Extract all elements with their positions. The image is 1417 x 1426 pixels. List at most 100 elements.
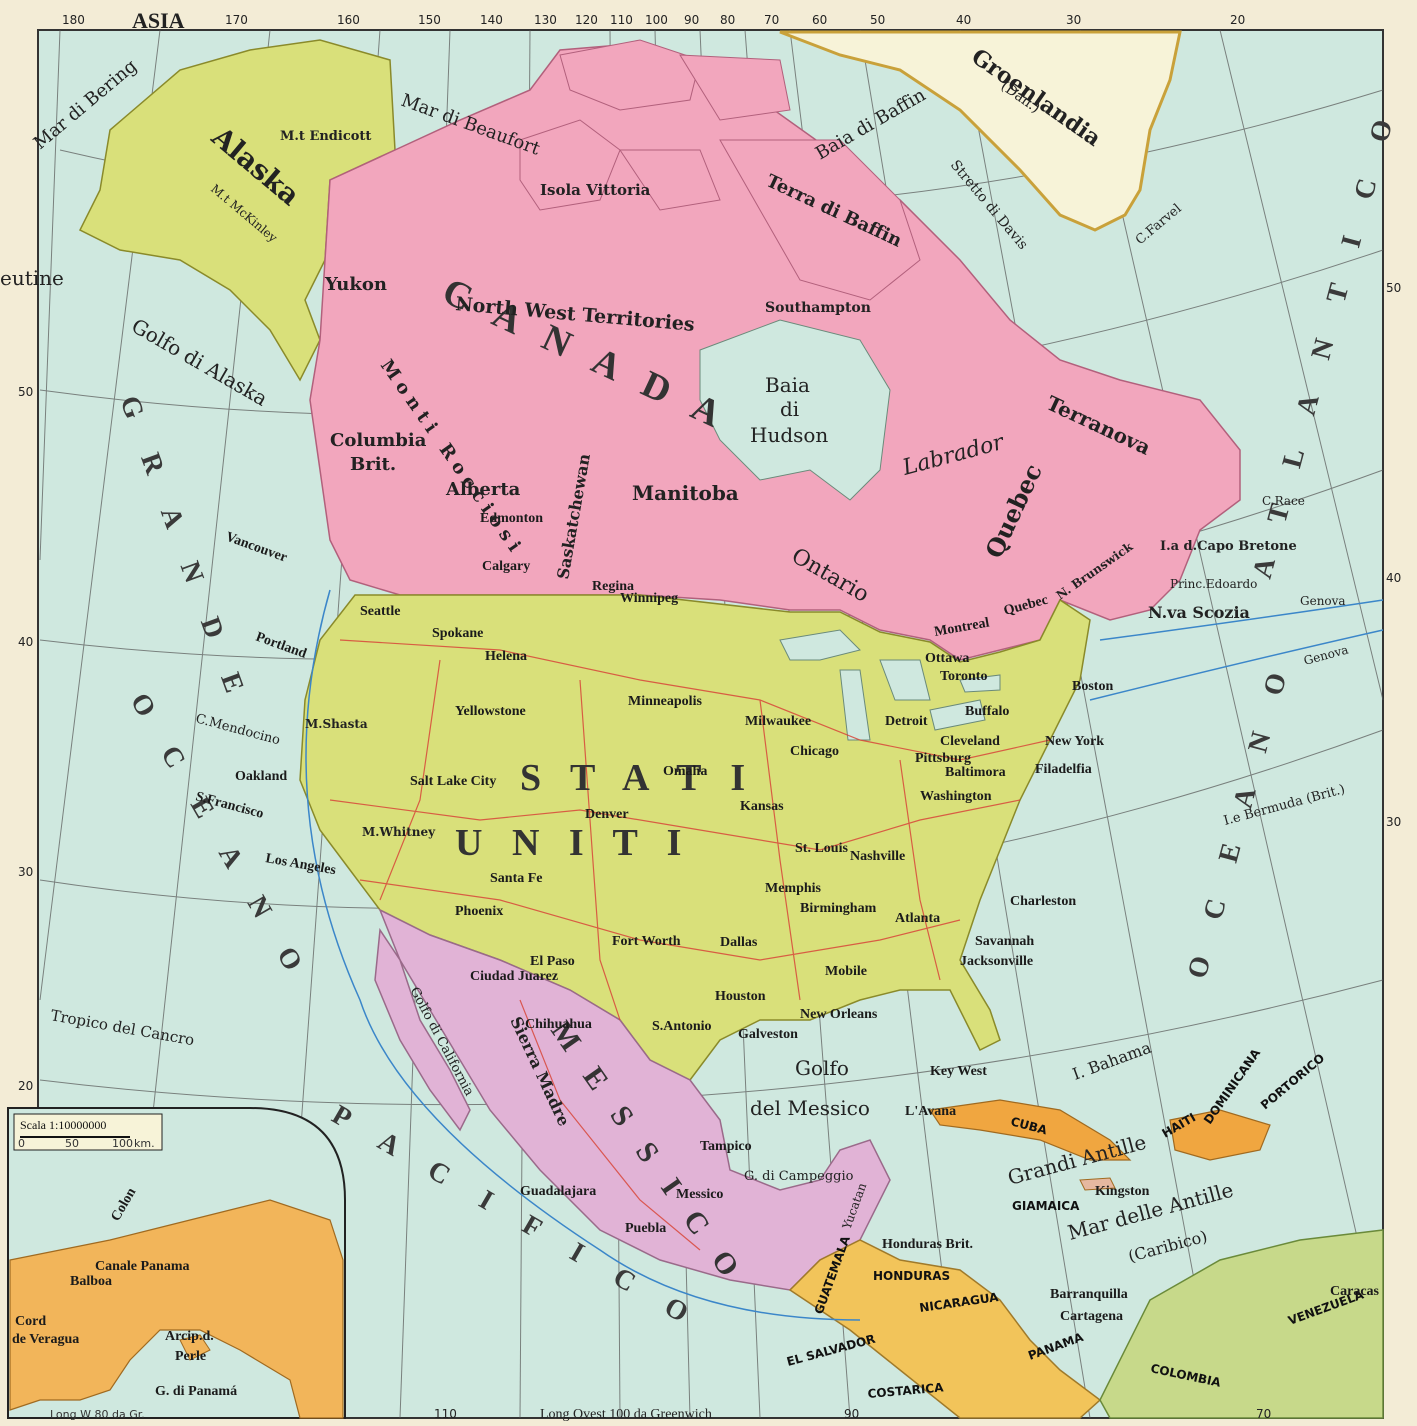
city-charleston: Charleston [1010, 894, 1076, 909]
city-houston: Houston [715, 989, 766, 1004]
inset-islands [179, 1334, 211, 1361]
city-new-orleans: New Orleans [800, 1007, 878, 1022]
city-dallas: Dallas [720, 935, 758, 950]
city-ottawa: Ottawa [925, 651, 969, 666]
tick-top-15: 40 [956, 13, 971, 27]
arctic-islands [519, 39, 921, 301]
label-yukon: Yukon [324, 274, 387, 295]
tick-top-10: 90 [684, 13, 699, 27]
city-ciudad-juarez: Ciudad Juarez [470, 969, 558, 984]
inset-scale: Scala 1:10000000 [20, 1118, 106, 1132]
city-kansas: Kansas [740, 799, 784, 814]
asia-label: ASIA [132, 8, 185, 33]
city-winnipeg: Winnipeg [620, 591, 678, 606]
city-oakland: Oakland [235, 769, 287, 784]
alaska-region [78, 39, 396, 382]
label-mt-endicott: M.t Endicott [280, 129, 371, 144]
city-cartagena: Cartagena [1060, 1309, 1123, 1324]
city-new-york: New York [1045, 734, 1104, 749]
inset-canale: Canale Panama [95, 1259, 190, 1274]
tick-right-50: 50 [1386, 281, 1401, 295]
inset-arcip-2: Perle [175, 1349, 206, 1364]
label-campeggio: G. di Campeggio [744, 1169, 854, 1184]
city-cleveland: Cleveland [940, 734, 1000, 749]
city-st-louis: St. Louis [795, 841, 848, 856]
label-baia-hudson-3: Hudson [750, 423, 828, 447]
tick-top-16: 30 [1066, 13, 1081, 27]
city-messico: Messico [676, 1187, 723, 1202]
longitude-label: Long Ovest 100 da Greenwich [540, 1407, 712, 1422]
city-guadalajara: Guadalajara [520, 1184, 596, 1199]
label-golfo-messico-2: del Messico [750, 1096, 870, 1120]
label-capo-bretone: I.a d.Capo Bretone [1160, 539, 1297, 554]
tick-left-50: 50 [18, 385, 33, 399]
mexico-region [378, 908, 891, 1291]
inset-balboa: Balboa [70, 1274, 112, 1289]
inset-arcip-1: Arcip.d. [165, 1329, 214, 1344]
inset-golfo-panama: G. di Panamá [155, 1384, 237, 1399]
city-san-antonio: S.Antonio [652, 1019, 712, 1034]
city-helena: Helena [485, 649, 527, 664]
label-golfo-messico-1: Golfo [795, 1056, 849, 1080]
tick-right-40: 40 [1386, 571, 1401, 585]
city-minneapolis: Minneapolis [628, 694, 702, 709]
city-galveston: Galveston [738, 1027, 798, 1042]
inset-panama: Scala 1:10000000 0 50 100 km. Canale Pan… [7, 1107, 346, 1421]
tick-right-30: 30 [1386, 815, 1401, 829]
inset-cord-1: Cord [15, 1314, 46, 1329]
baja-california [374, 927, 471, 1132]
label-n-scozia: N.va Scozia [1148, 603, 1250, 622]
tick-bottom-110: 110 [434, 1407, 457, 1421]
inset-scale-box [13, 1113, 163, 1151]
tick-bottom-90: 90 [844, 1407, 859, 1421]
tick-top-9: 100 [645, 13, 668, 27]
city-kingston: Kingston [1095, 1184, 1150, 1199]
city-salt-lake: Salt Lake City [410, 774, 496, 789]
south-america [1099, 1229, 1384, 1419]
inset-land [9, 1199, 344, 1419]
inset-scale-100: 100 [112, 1137, 133, 1150]
city-chihuahua: Chihuahua [525, 1017, 592, 1032]
tick-top-12: 70 [764, 13, 779, 27]
tick-top-17: 20 [1230, 13, 1245, 27]
city-calgary: Calgary [482, 559, 530, 574]
cuba-island [928, 1099, 1132, 1161]
great-lakes [779, 629, 1001, 741]
label-honduras-brit: Honduras Brit. [882, 1237, 973, 1252]
label-isola-vittoria: Isola Vittoria [540, 181, 651, 199]
city-toronto: Toronto [940, 669, 987, 684]
hudson-bay [699, 319, 891, 501]
tick-top-2: 170 [225, 13, 248, 27]
city-key-west: Key West [930, 1064, 987, 1079]
city-buffalo: Buffalo [965, 704, 1009, 719]
label-giamaica: GIAMAICA [1012, 1199, 1080, 1213]
city-yellowstone: Yellowstone [455, 704, 526, 719]
label-baia-hudson-1: Baia [765, 373, 810, 397]
tick-top-8: 110 [610, 13, 633, 27]
city-memphis: Memphis [765, 881, 822, 896]
label-columbia: Columbia [330, 430, 427, 451]
tick-bottom-70: 70 [1256, 1407, 1271, 1421]
label-columbia-brit: Brit. [350, 454, 396, 475]
tick-top-4: 150 [418, 13, 441, 27]
inset-scale-50: 50 [65, 1137, 79, 1150]
label-mt-shasta: M.Shasta [305, 717, 368, 731]
tick-top-5: 140 [480, 13, 503, 27]
tick-left-20: 20 [18, 1079, 33, 1093]
city-santa-fe: Santa Fe [490, 871, 543, 886]
city-seattle: Seattle [360, 604, 400, 619]
tick-top-3: 160 [337, 13, 360, 27]
city-mobile: Mobile [825, 964, 867, 979]
city-milwaukee: Milwaukee [745, 714, 811, 729]
tick-top-14: 50 [870, 13, 885, 27]
label-honduras: HONDURAS [873, 1269, 950, 1283]
city-phoenix: Phoenix [455, 904, 503, 919]
city-atlanta: Atlanta [895, 911, 940, 926]
city-el-paso: El Paso [530, 954, 575, 969]
inset-scale-0: 0 [18, 1137, 25, 1150]
central-america [788, 1239, 1102, 1419]
tick-left-30: 30 [18, 865, 33, 879]
city-boston: Boston [1072, 679, 1113, 694]
city-washington: Washington [920, 789, 992, 804]
